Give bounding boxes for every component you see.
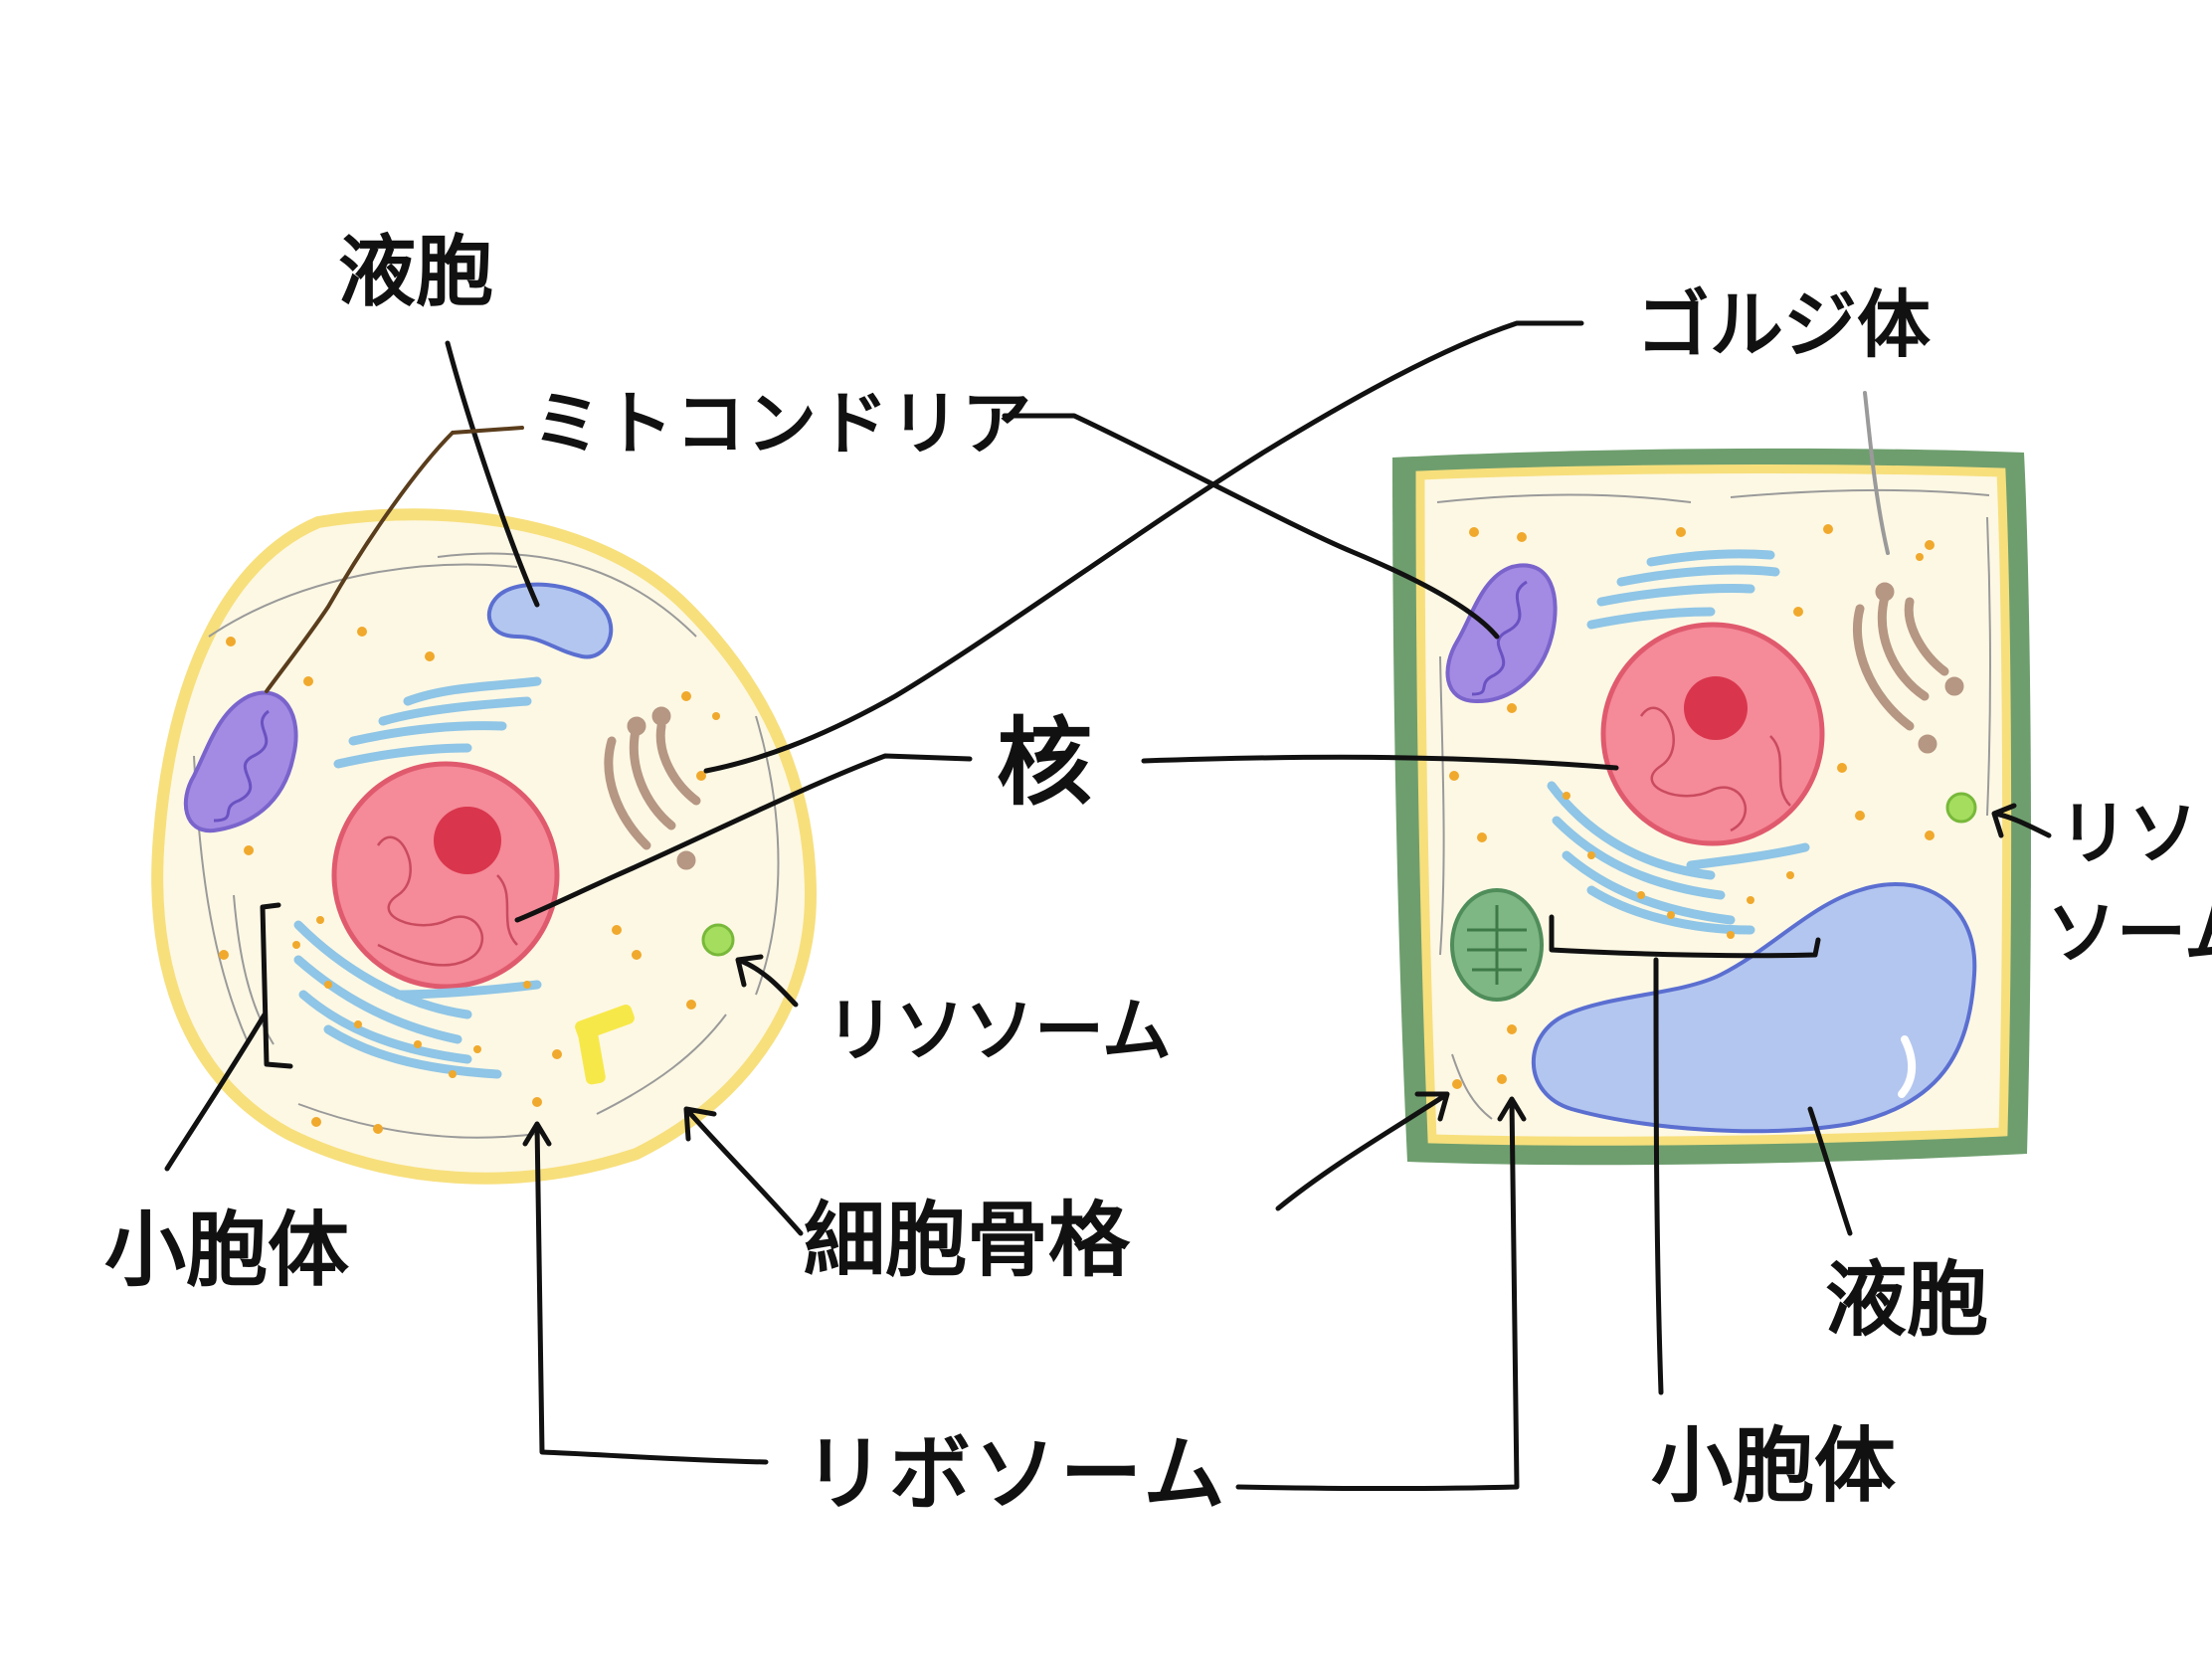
leader-centrosome-animal xyxy=(164,902,293,1172)
leader-animal-vacuole xyxy=(445,340,540,608)
plant-chloroplast xyxy=(1450,888,1544,1002)
label-plant-vacuole: 液胞 xyxy=(1825,1253,1988,1348)
animal-golgi xyxy=(604,706,701,870)
label-centrosome-plant: 小胞体 xyxy=(1651,1419,1896,1514)
animal-er-bottom xyxy=(293,920,542,1079)
label-cytoskeleton: 細胞骨格 xyxy=(804,1194,1131,1288)
leader-ribosome-plant xyxy=(1235,1096,1527,1491)
animal-cell xyxy=(151,508,818,1185)
plant-nucleus xyxy=(1600,622,1825,846)
label-golgi: ゴルジ体 xyxy=(1636,282,1931,368)
leader-cytoskeleton-animal xyxy=(683,1106,804,1236)
leader-lysosome-animal xyxy=(735,954,799,1008)
label-mitochondria: ミトコンドリア xyxy=(532,383,1033,464)
plant-er-bottom xyxy=(1547,781,1810,935)
label-lysosome-plant-2: ソーム xyxy=(2047,892,2212,974)
label-ribosome: リボソーム xyxy=(804,1427,1229,1522)
label-centrosome-animal: 小胞体 xyxy=(104,1203,349,1298)
plant-cell xyxy=(1392,448,2031,1166)
plant-golgi xyxy=(1852,582,1964,754)
animal-cytoskeleton xyxy=(193,552,780,1139)
animal-mitochondrion xyxy=(183,690,298,833)
leader-ribosome-animal xyxy=(522,1121,769,1465)
animal-nucleus xyxy=(331,761,560,990)
animal-er-top xyxy=(333,676,542,769)
animal-lysosome xyxy=(701,923,735,957)
leader-lines xyxy=(164,320,2052,1491)
leader-nucleus-plant xyxy=(1141,754,1619,771)
leader-centrosome-plant xyxy=(1549,914,1821,1395)
leader-mitochondria-animal xyxy=(265,426,524,693)
plant-lysosome xyxy=(1945,792,1977,824)
leader-mitochondria-plant xyxy=(1002,413,1500,640)
plant-er-top xyxy=(1586,549,1780,630)
leader-vacuole-plant xyxy=(1807,1106,1853,1236)
animal-centriole xyxy=(575,1005,635,1085)
labels: 液胞 ミトコンドリア ゴルジ体 核 リソソーム リソ ソーム 小胞体 細胞骨格 … xyxy=(104,228,2212,1522)
label-animal-vacuole: 液胞 xyxy=(338,228,493,317)
plant-cytoskeleton xyxy=(1436,488,1991,1120)
leader-golgi-animal xyxy=(703,320,1584,774)
leader-cytoskeleton-plant xyxy=(1275,1091,1450,1211)
label-nucleus: 核 xyxy=(997,707,1092,819)
label-lysosome-animal: リソソーム xyxy=(826,990,1172,1071)
plant-ribosomes xyxy=(1449,524,1935,1089)
plant-vacuole-shape xyxy=(1531,881,1977,1134)
plant-mitochondrion xyxy=(1445,563,1558,704)
animal-vacuole-shape xyxy=(486,582,614,659)
leader-nucleus-animal xyxy=(514,753,973,923)
animal-ribosomes xyxy=(219,627,720,1134)
leader-golgi-plant xyxy=(1863,391,1890,555)
label-lysosome-plant-1: リソ xyxy=(2059,793,2198,874)
leader-lysosome-plant xyxy=(1991,803,2052,838)
